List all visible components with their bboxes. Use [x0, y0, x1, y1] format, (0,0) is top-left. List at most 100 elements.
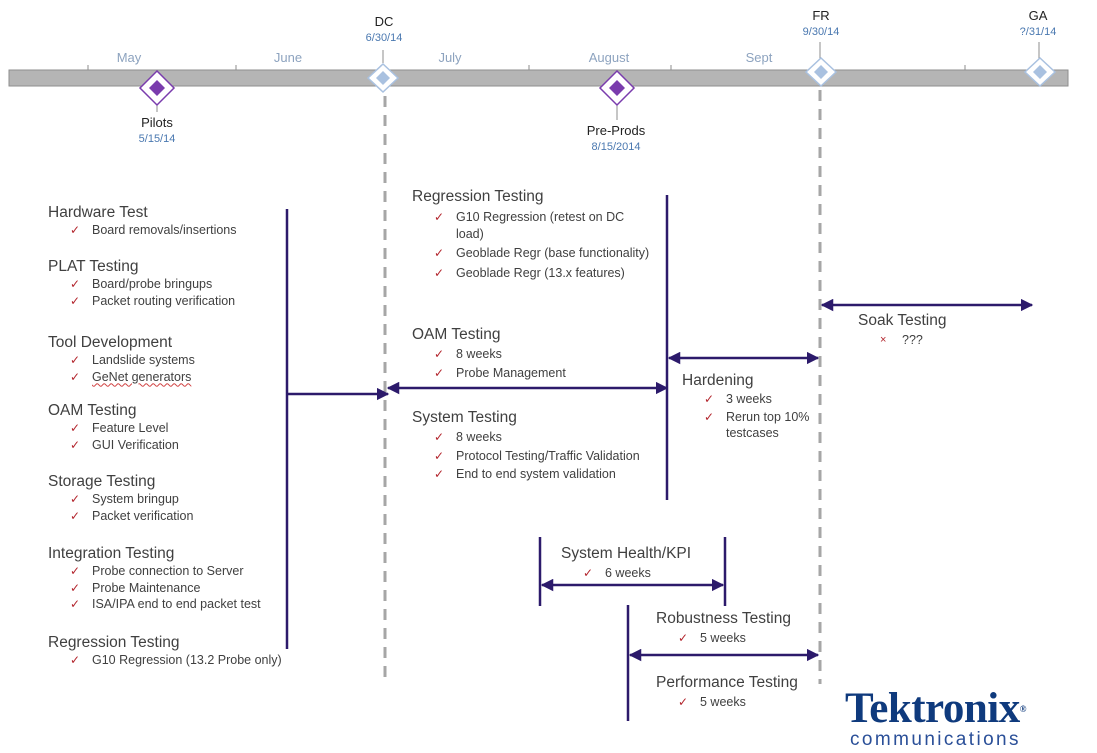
timeline-bar — [8, 69, 1069, 87]
list-item: ✓End to end system validation — [434, 467, 616, 481]
check-icon: ✓ — [704, 409, 715, 424]
fr-diamond — [804, 56, 838, 88]
tektronix-logo: Tektronix® communications — [845, 685, 1026, 750]
milestone-fr-date: 9/30/14 — [802, 26, 840, 38]
check-icon: ✓ — [70, 437, 81, 452]
list-item: ✓Packet verification — [70, 508, 194, 523]
check-icon: ✓ — [434, 265, 445, 280]
check-icon: ✓ — [434, 365, 445, 380]
soak-testing-section: Soak Testing ×??? — [858, 311, 946, 349]
check-icon: ✓ — [70, 353, 81, 367]
section-title: OAM Testing — [412, 326, 501, 343]
oam-testing-mid-section: OAM Testing ✓8 weeks ✓Probe Management — [412, 325, 652, 381]
integration-testing-section: Integration Testing ✓Probe connection to… — [48, 544, 261, 613]
section-title: Hardening — [682, 372, 754, 389]
milestone-fr-title: FR — [812, 8, 830, 23]
list-item: ✓Board removals/insertions — [70, 223, 237, 237]
check-icon: ✓ — [70, 223, 81, 237]
section-title: Soak Testing — [858, 312, 947, 329]
logo-subtitle: communications — [850, 729, 1021, 750]
section-title: System Health/KPI — [561, 545, 692, 562]
check-icon: ✓ — [70, 564, 81, 578]
month-label: August — [588, 50, 630, 65]
logo-wordmark: Tektronix® — [845, 685, 1026, 732]
check-icon: ✓ — [434, 467, 445, 481]
list-item: ✓5 weeks — [678, 631, 746, 645]
section-title: Robustness Testing — [656, 610, 791, 627]
performance-testing-section: Performance Testing ✓5 weeks — [656, 673, 798, 711]
hardware-test-section: Hardware Test ✓Board removals/insertions — [48, 203, 237, 239]
month-label: June — [273, 50, 303, 65]
milestone-preprods-date: 8/15/2014 — [591, 141, 641, 153]
system-testing-section: System Testing ✓8 weeks ✓Protocol Testin… — [412, 408, 652, 483]
list-item: ✓Rerun top 10% testcases — [704, 409, 810, 441]
section-title: Regression Testing — [48, 634, 180, 651]
list-item: ×??? — [880, 333, 923, 347]
check-icon: ✓ — [70, 293, 81, 308]
check-icon: ✓ — [434, 448, 445, 463]
check-icon: ✓ — [70, 653, 81, 667]
section-title: Storage Testing — [48, 473, 156, 490]
ga-diamond — [1023, 56, 1057, 88]
list-item: ✓6 weeks — [583, 566, 651, 580]
dc-diamond — [366, 62, 400, 94]
robustness-testing-section: Robustness Testing ✓5 weeks — [656, 609, 791, 647]
month-label: May — [116, 50, 142, 65]
hardening-section: Hardening ✓3 weeks ✓Rerun top 10% testca… — [682, 371, 822, 442]
pilots-diamond — [138, 69, 176, 107]
check-icon: ✓ — [70, 580, 81, 595]
section-title: Regression Testing — [412, 188, 544, 205]
check-icon: ✓ — [70, 421, 81, 435]
month-label: July — [438, 50, 462, 65]
check-icon: ✓ — [704, 392, 715, 406]
list-item: ✓Feature Level — [70, 421, 169, 435]
check-icon: ✓ — [678, 631, 689, 645]
check-icon: ✓ — [678, 695, 689, 709]
oam-testing-section: OAM Testing ✓Feature Level ✓GUI Verifica… — [48, 401, 179, 453]
regression-testing-mid-section: Regression Testing ✓G10 Regression (rete… — [412, 187, 652, 281]
section-title: System Testing — [412, 409, 517, 426]
list-item: ✓3 weeks — [704, 392, 772, 406]
section-title: OAM Testing — [48, 402, 137, 419]
system-health-section: System Health/KPI ✓6 weeks — [561, 544, 691, 582]
list-item: ✓Probe Maintenance — [70, 580, 201, 595]
milestone-pilots-date: 5/15/14 — [138, 133, 176, 145]
regression-testing-left-section: Regression Testing ✓G10 Regression (13.2… — [48, 633, 282, 669]
list-item: ✓G10 Regression (retest on DC load) — [434, 210, 625, 241]
check-icon: ✓ — [434, 347, 445, 361]
section-title: Integration Testing — [48, 545, 175, 562]
list-item: ✓Probe Management — [434, 365, 566, 380]
list-item: ✓ISA/IPA end to end packet test — [70, 597, 261, 611]
check-icon: ✓ — [434, 430, 445, 444]
milestone-ga-title: GA — [1028, 8, 1048, 23]
section-title: Hardware Test — [48, 204, 148, 221]
section-title: Tool Development — [48, 334, 173, 351]
check-icon: ✓ — [70, 508, 81, 523]
tool-development-section: Tool Development ✓Landslide systems ✓GeN… — [48, 333, 195, 385]
list-item: ✓Board/probe bringups — [70, 277, 213, 291]
list-item: ✓Landslide systems — [70, 353, 195, 367]
list-item: ✓GUI Verification — [70, 437, 179, 452]
list-item: ✓G10 Regression (13.2 Probe only) — [70, 653, 282, 667]
milestone-preprods-title: Pre-Prods — [586, 123, 646, 138]
list-item: ✓8 weeks — [434, 347, 502, 361]
check-icon: ✓ — [434, 210, 445, 224]
list-item: ✓Protocol Testing/Traffic Validation — [434, 448, 640, 463]
list-item: ✓Geoblade Regr (13.x features) — [434, 265, 625, 280]
list-item: ✓GeNet generators — [70, 369, 192, 384]
list-item: ✓Packet routing verification — [70, 293, 236, 308]
plat-testing-section: PLAT Testing ✓Board/probe bringups ✓Pack… — [48, 257, 235, 309]
milestone-dc-title: DC — [374, 14, 394, 29]
section-title: PLAT Testing — [48, 258, 139, 275]
check-icon: ✓ — [70, 277, 81, 291]
check-icon: ✓ — [70, 597, 81, 611]
check-icon: ✓ — [70, 492, 81, 506]
list-item: ✓5 weeks — [678, 695, 746, 709]
list-item: ✓System bringup — [70, 492, 179, 506]
list-item: ✓8 weeks — [434, 430, 502, 444]
section-title: Performance Testing — [656, 674, 798, 691]
month-label: Sept — [745, 50, 773, 65]
storage-testing-section: Storage Testing ✓System bringup ✓Packet … — [48, 472, 193, 524]
preprods-diamond — [598, 69, 636, 107]
